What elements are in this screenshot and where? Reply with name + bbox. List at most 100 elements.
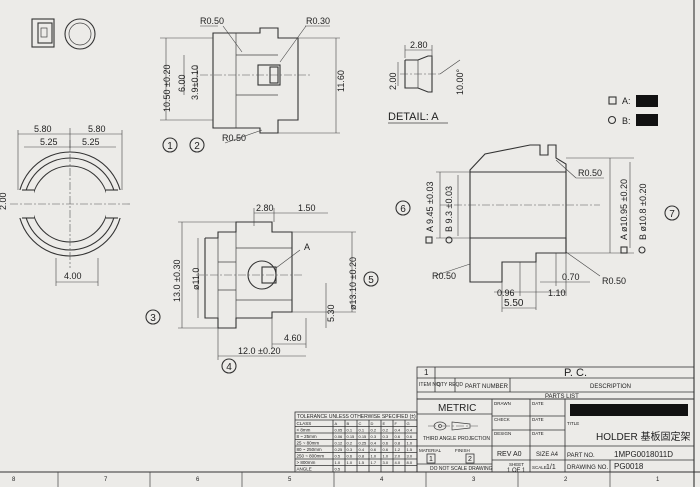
tb-date3: DATE bbox=[532, 431, 544, 436]
svg-text:3: 3 bbox=[150, 313, 156, 324]
end-view: 5.80 5.80 5.25 5.25 4.00 2.00 bbox=[0, 124, 130, 286]
tol-cell: 0.25 bbox=[335, 447, 344, 452]
tb-box1: 1 bbox=[429, 456, 433, 463]
dim-end-400: 4.00 bbox=[64, 271, 82, 281]
tol-cell: 0.2 bbox=[371, 428, 377, 433]
tb-no-scale: DO NOT SCALE DRAWING bbox=[430, 466, 493, 472]
front-view: R0.50 R0.30 10.50 ±0.20 6.00 3.9±0.10 11… bbox=[160, 16, 346, 144]
tb-finish: FINISH bbox=[455, 448, 470, 453]
parts-row-num: 1 bbox=[424, 368, 429, 377]
tol-cell: 8 ~ 25mm bbox=[297, 434, 317, 439]
dim-r030-top: R0.30 bbox=[306, 16, 330, 26]
tb-drawing-no-label: DRAWING NO. bbox=[567, 465, 608, 471]
tol-cell: 1.5 bbox=[359, 460, 365, 465]
tol-header-cell: B bbox=[347, 421, 350, 426]
dim-sec-070: 0.70 bbox=[562, 272, 580, 282]
tol-cell: 0.15 bbox=[347, 434, 356, 439]
tol-header-cell: CLASS bbox=[297, 421, 312, 426]
tol-cell: 250 ~ 800mm bbox=[297, 454, 325, 459]
parts-title: PARTS LIST bbox=[545, 394, 579, 400]
dim-side-280: 2.80 bbox=[256, 203, 274, 213]
detail-a-label: DETAIL: A bbox=[388, 111, 439, 123]
tol-cell: 0.4 bbox=[407, 428, 413, 433]
dim-r050-top: R0.50 bbox=[200, 16, 224, 26]
dim-sec-1095: A ø10.95 ±0.20 bbox=[619, 179, 629, 240]
zone-label: 2 bbox=[564, 477, 568, 483]
small-side-view bbox=[31, 18, 96, 50]
tb-drawn: DRAWN bbox=[494, 401, 511, 406]
tol-cell: 0.6 bbox=[407, 434, 413, 439]
tb-sheet-val: 1 OF 1 bbox=[507, 468, 526, 474]
dim-detail-200: 2.00 bbox=[388, 72, 398, 90]
tol-header-cell: C bbox=[359, 421, 362, 426]
tb-check: CHECK bbox=[494, 417, 510, 422]
dim-side-1200: 12.0 ±0.20 bbox=[238, 346, 280, 356]
tol-cell: 0.05 bbox=[335, 428, 344, 433]
tb-projection: THIRD ANGLE PROJECTION bbox=[423, 436, 490, 442]
dim-side-150: 1.50 bbox=[298, 203, 316, 213]
tb-box2: 2 bbox=[468, 456, 472, 463]
zone-label: 5 bbox=[288, 477, 292, 483]
balloon-2: 2 bbox=[189, 137, 205, 153]
balloon-6: 6 bbox=[395, 200, 411, 216]
tb-drawing-no: PG0018 bbox=[614, 462, 644, 471]
section-view: A 9.45 ±0.03 B 9.3 ±0.03 A ø10.95 ±0.20 … bbox=[425, 144, 648, 312]
tol-cell: 0.5 bbox=[335, 454, 341, 459]
dim-600: 6.00 bbox=[177, 74, 187, 92]
tol-cell: 0.5 bbox=[335, 467, 341, 472]
dim-sec-550: 5.50 bbox=[504, 298, 524, 309]
tol-cell: 0.8 bbox=[395, 441, 401, 446]
dim-end-525-left: 5.25 bbox=[40, 137, 58, 147]
dim-sec-945: A 9.45 ±0.03 bbox=[425, 182, 435, 232]
detail-a-view: 2.80 2.00 10.00° DETAIL: A bbox=[388, 40, 465, 124]
dim-side-130: 13.0 ±0.30 bbox=[172, 260, 182, 302]
tol-header-cell: D bbox=[371, 421, 374, 426]
tol-cell: 80 ~ 250mm bbox=[297, 447, 322, 452]
dim-end-525-right: 5.25 bbox=[82, 137, 100, 147]
tb-part-no-label: PART NO. bbox=[567, 453, 595, 459]
tb-metric: METRIC bbox=[438, 403, 476, 414]
option-b: B: bbox=[607, 114, 658, 126]
tol-cell: 0.1 bbox=[359, 428, 365, 433]
dim-sec-096: 0.96 bbox=[497, 288, 515, 298]
parts-item-no: ITEM NO. bbox=[419, 382, 441, 388]
svg-text:A:: A: bbox=[622, 96, 631, 106]
parts-list: 1 P. C. ITEM NO. QTY REQD PART NUMBER DE… bbox=[416, 366, 695, 400]
tol-cell: 0.4 bbox=[371, 441, 377, 446]
tol-cell: 0.2 bbox=[383, 428, 389, 433]
tol-cell: 4.0 bbox=[395, 460, 401, 465]
title-block: METRIC THIRD ANGLE PROJECTION MATERIAL F… bbox=[416, 398, 695, 474]
tol-cell: 0.8 bbox=[359, 454, 365, 459]
dim-sec-108: B ø10.8 ±0.20 bbox=[638, 184, 648, 240]
svg-text:2: 2 bbox=[194, 141, 200, 152]
dim-side-dia1310: ø13.10 ±0.20 bbox=[348, 257, 358, 310]
tb-part-no: 1MPG0018011D bbox=[614, 450, 673, 459]
tol-title: TOLERANCE UNLESS OTHERWISE SPECIFIED (±) bbox=[297, 414, 416, 420]
dim-sec-93: B 9.3 ±0.03 bbox=[444, 186, 454, 232]
dim-end-580-left: 5.80 bbox=[34, 124, 52, 134]
tol-cell: > 800mm bbox=[297, 460, 316, 465]
tol-cell: 0.6 bbox=[347, 454, 353, 459]
tol-header-cell: A bbox=[335, 421, 338, 426]
tb-sheet: SHEET bbox=[509, 462, 524, 467]
side-view: 2.80 1.50 A 13.0 ±0.30 ø11.0 ø13.10 ±0.2… bbox=[172, 203, 358, 360]
tol-cell: 0.6 bbox=[383, 447, 389, 452]
dim-detail-1000: 10.00° bbox=[455, 68, 465, 95]
tol-cell: 25 ~ 80mm bbox=[297, 441, 320, 446]
tol-cell: 3.0 bbox=[383, 460, 389, 465]
tol-cell: 1.0 bbox=[347, 460, 353, 465]
tol-cell: 0.6 bbox=[383, 441, 389, 446]
tol-cell: 0.12 bbox=[335, 441, 344, 446]
parts-part-number: PART NUMBER bbox=[465, 384, 509, 390]
dim-side-dia11: ø11.0 bbox=[191, 268, 201, 290]
tol-cell: 0.6 bbox=[395, 434, 401, 439]
tol-cell: 0.06 bbox=[335, 434, 344, 439]
zone-label: 1 bbox=[656, 477, 660, 483]
dim-side-460: 4.60 bbox=[284, 333, 302, 343]
dim-detail-280: 2.80 bbox=[410, 40, 428, 50]
tol-cell: 1.2 bbox=[395, 447, 401, 452]
tol-cell: 0.2 bbox=[347, 441, 353, 446]
parts-description: DESCRIPTION bbox=[590, 384, 631, 390]
tol-cell: 1.0 bbox=[383, 454, 389, 459]
